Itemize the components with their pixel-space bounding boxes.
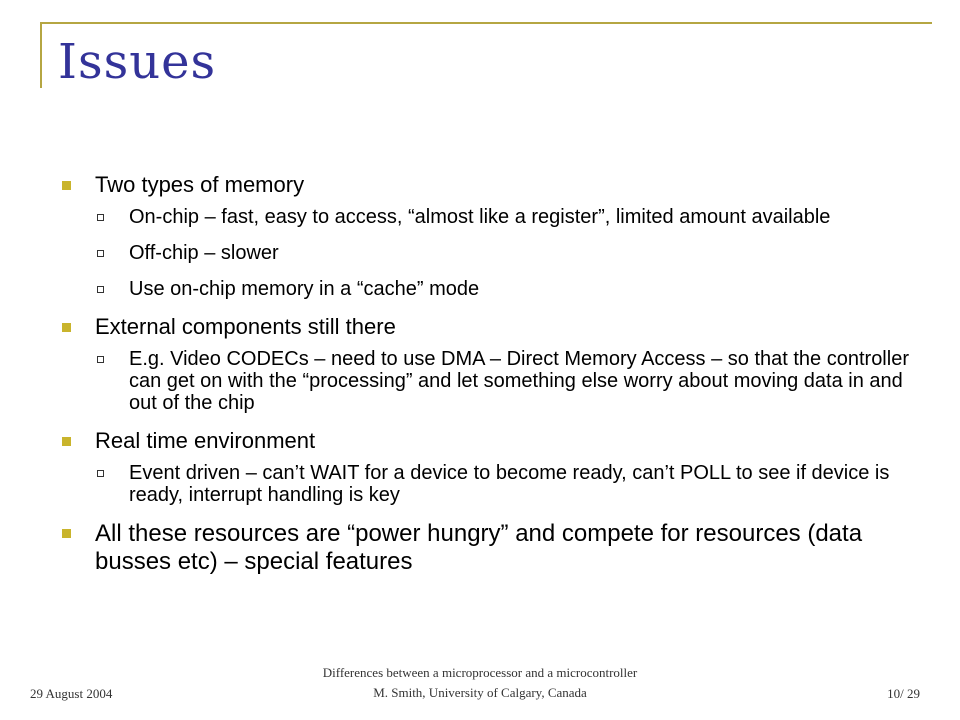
bullet-text: Real time environment	[95, 428, 316, 453]
sub-bullet-text: On-chip – fast, easy to access, “almost …	[129, 206, 831, 228]
footer-author: M. Smith, University of Calgary, Canada	[373, 685, 587, 700]
hollow-square-bullet-icon	[97, 214, 104, 221]
bullet-text: All these resources are “power hungry” a…	[95, 520, 863, 575]
slide-frame-top	[40, 22, 932, 24]
bullet-memory-types: Two types of memory	[60, 172, 920, 198]
square-bullet-icon	[62, 437, 71, 446]
sub-bullet-text: E.g. Video CODECs – need to use DMA – Di…	[129, 348, 909, 414]
hollow-square-bullet-icon	[97, 470, 104, 477]
hollow-square-bullet-icon	[97, 356, 104, 363]
sub-bullet-off-chip: Off-chip – slower	[60, 242, 920, 264]
footer-subject: Differences between a microprocessor and…	[322, 665, 638, 680]
sub-bullet-text: Off-chip – slower	[129, 242, 279, 264]
hollow-square-bullet-icon	[97, 250, 104, 257]
footer-center: Differences between a microprocessor and…	[0, 663, 960, 703]
bullet-text: External components still there	[95, 314, 396, 339]
sub-bullet-dma: E.g. Video CODECs – need to use DMA – Di…	[60, 348, 920, 414]
bullet-external-components: External components still there	[60, 314, 920, 340]
bullet-power-hungry: All these resources are “power hungry” a…	[60, 520, 920, 576]
bullet-real-time: Real time environment	[60, 428, 920, 454]
sub-bullet-text: Event driven – can’t WAIT for a device t…	[129, 462, 890, 506]
square-bullet-icon	[62, 323, 71, 332]
footer-date: 29 August 2004	[30, 686, 113, 701]
sub-bullet-on-chip: On-chip – fast, easy to access, “almost …	[60, 206, 920, 228]
sub-bullet-event-driven: Event driven – can’t WAIT for a device t…	[60, 462, 920, 506]
slide-content: Two types of memory On-chip – fast, easy…	[60, 172, 920, 584]
bullet-text: Two types of memory	[95, 172, 305, 197]
footer-page-number: 10/ 29	[887, 686, 920, 701]
hollow-square-bullet-icon	[97, 286, 104, 293]
slide-title: Issues	[58, 34, 217, 90]
sub-bullet-cache-mode: Use on-chip memory in a “cache” mode	[60, 278, 920, 300]
sub-bullet-text: Use on-chip memory in a “cache” mode	[129, 278, 480, 300]
square-bullet-icon	[62, 181, 71, 190]
slide-frame-left	[40, 22, 42, 88]
square-bullet-icon	[62, 529, 71, 538]
